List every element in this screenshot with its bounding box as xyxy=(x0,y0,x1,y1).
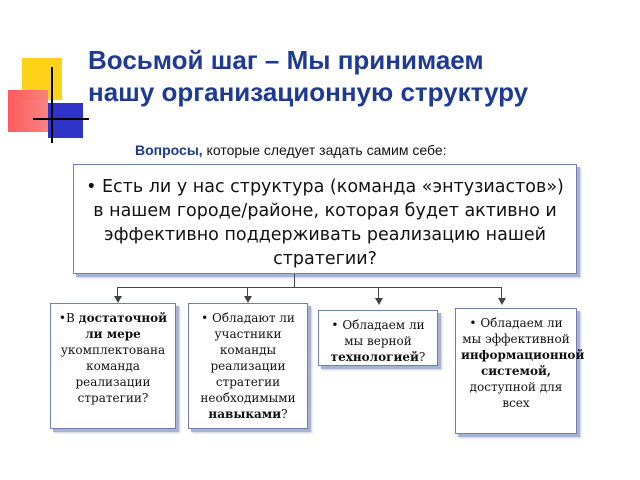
slide-title: Восьмой шаг – Мы принимаем нашу организа… xyxy=(88,44,628,108)
title-line-1: Восьмой шаг – Мы принимаем xyxy=(88,45,484,75)
decorative-logo xyxy=(0,0,90,150)
box-1-rest: укомплектована команда реализации страте… xyxy=(60,343,166,405)
box-2-bold: навыками xyxy=(208,407,282,421)
subtitle-text: которые следует задать самим себе: xyxy=(202,142,447,158)
connector-drop-4 xyxy=(501,287,502,299)
main-question-box: • Есть ли у нас структура (команда «энту… xyxy=(73,164,577,274)
connector-trunk xyxy=(294,274,295,288)
arrow-1 xyxy=(114,296,122,303)
logo-red-gradient xyxy=(8,90,48,132)
connector-drop-2 xyxy=(247,287,248,297)
box-4-bold: информационной системой, xyxy=(461,348,585,378)
question-box-skills: • Обладают ли участники команды реализац… xyxy=(188,303,308,429)
arrow-4 xyxy=(498,298,506,305)
subtitle: Вопросы, которые следует задать самим се… xyxy=(135,142,447,158)
box-4-prefix: • Обладаем ли мы эффективной xyxy=(462,316,570,346)
box-3-rest: ? xyxy=(418,350,426,364)
arrow-2 xyxy=(244,296,252,303)
box-2-prefix: • Обладают ли участники команды реализац… xyxy=(200,311,296,405)
connector-bus xyxy=(117,287,501,288)
question-box-staffing: •В достаточной ли мере укомплектована ко… xyxy=(50,303,176,429)
title-line-2: нашу организационную структуру xyxy=(88,77,529,107)
box-3-prefix: • Обладаем ли мы верной xyxy=(331,318,425,348)
connector-drop-3 xyxy=(378,287,379,299)
arrow-3 xyxy=(375,298,383,305)
box-1-prefix: •В xyxy=(58,311,79,325)
question-box-information-system: • Обладаем ли мы эффективной информацион… xyxy=(455,308,584,434)
box-2-rest: ? xyxy=(281,407,288,421)
box-3-bold: технологией xyxy=(330,350,419,364)
box-4-rest: доступной для всех xyxy=(469,380,563,410)
subtitle-keyword: Вопросы, xyxy=(135,142,203,158)
question-box-technology: • Обладаем ли мы верной технологией? xyxy=(318,310,438,366)
logo-blue-square xyxy=(48,103,83,138)
main-question-text: • Есть ли у нас структура (команда «энту… xyxy=(86,177,564,269)
connector-drop-1 xyxy=(117,287,118,297)
box-1-bold: достаточной ли мере xyxy=(78,311,168,341)
logo-horizontal-line xyxy=(33,118,89,120)
logo-vertical-line xyxy=(51,67,53,143)
